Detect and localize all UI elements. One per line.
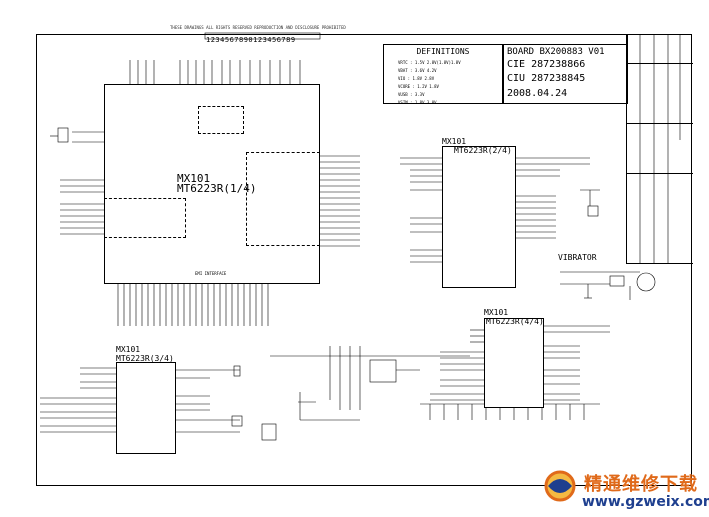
definition-line: VBAT : 3.6V 4.2V [398, 68, 437, 73]
title-block-cell [627, 34, 693, 64]
definitions-title: DEFINITIONS [416, 47, 470, 56]
u2-chip [442, 146, 516, 288]
u1-ref: MX101 [177, 172, 211, 185]
u3-name: MT6223R(3/4) [116, 354, 174, 363]
top-note: THESE DRAWINGS ALL RIGHTS RESERVED REPRO… [170, 25, 346, 30]
u2-left-pins [400, 157, 442, 263]
transistor [587, 205, 599, 217]
cie-number: CIE 287238866 [507, 59, 586, 70]
u2-right-pins [516, 157, 590, 239]
watermark-url: www.gzweix.com [582, 494, 709, 510]
power-block [270, 346, 470, 421]
u3-right-pins [176, 365, 277, 441]
u4-left-pins [430, 329, 484, 401]
title-block-cell [627, 64, 693, 124]
u1-bottom-label: EMI INTERFACE [195, 271, 227, 276]
crystal [57, 127, 69, 143]
u1-spi-block [104, 198, 186, 238]
vibrator-label: VIBRATOR [558, 253, 597, 262]
definition-line: VSIM : 1.8V 3.0V [398, 100, 437, 105]
board-id: BOARD BX200883 V01 [507, 47, 605, 57]
definition-line: VCORE : 1.2V 1.8V [398, 84, 439, 89]
u1-name: MT6223R(1/4) [177, 182, 257, 195]
definitions-box: DEFINITIONS VRTC : 1.5V 2.8V(1.8V)1.8V V… [383, 44, 503, 105]
ciu-number: CIU 287238845 [507, 73, 586, 84]
watermark-logo-icon [544, 470, 576, 502]
u4-name: MT6223R(4/4) [486, 317, 544, 326]
u3-ref: MX101 [116, 345, 141, 354]
u2-name: MT6223R(2/4) [454, 146, 512, 155]
part-number: 1234567890123456789 [206, 36, 296, 44]
u1-lcd-block [246, 152, 320, 246]
watermark-text: 精通维修下载 [584, 474, 698, 495]
u4-right-pins [544, 325, 610, 401]
u1-bottom-bus [117, 284, 269, 326]
u3-chip [116, 362, 176, 454]
u4-chip [484, 318, 544, 408]
vibrator-circuit [560, 271, 656, 300]
u4-ref: MX101 [484, 308, 509, 317]
board-date: 2008.04.24 [507, 88, 568, 99]
u1-right-bus [320, 155, 360, 247]
u1-left-pins [60, 131, 104, 235]
board-info-box: BOARD BX200883 V01 CIE 287238866 CIU 287… [503, 44, 628, 104]
definition-line: VIO : 1.8V 2.8V [398, 76, 435, 81]
top-connector-pins [204, 32, 321, 40]
definition-line: VRTC : 1.5V 2.8V(1.8V)1.8V [398, 60, 461, 65]
u1-misc-block [198, 106, 244, 134]
u1-chip: MX101 MT6223R(1/4) EMI INTERFACE [104, 84, 320, 284]
title-block [626, 34, 693, 264]
schematic-sheet-frame [36, 34, 692, 486]
u1-top-pins [129, 60, 301, 84]
definition-line: VUSB : 3.3V [398, 92, 425, 97]
u3-left-pins [40, 367, 116, 433]
title-block-cell [627, 174, 693, 264]
u2-ref: MX101 [442, 137, 467, 146]
title-block-cell [627, 124, 693, 174]
